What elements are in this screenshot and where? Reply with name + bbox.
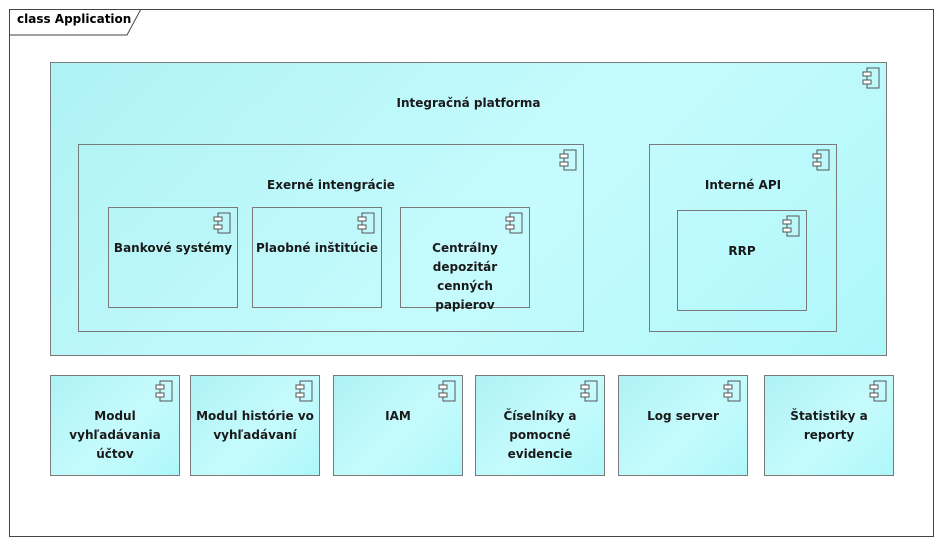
component-label: Interné API bbox=[704, 178, 782, 192]
component-icon bbox=[559, 149, 577, 171]
component-search-history-module[interactable]: Modul histórie vo vyhľadávaní bbox=[190, 375, 320, 476]
component-label: Číselníky a pomocné evidencie bbox=[503, 409, 577, 461]
component-icon bbox=[155, 380, 173, 402]
component-central-depository[interactable]: Centrálny depozitár cenných papierov bbox=[400, 207, 530, 312]
component-label: Plaobné inštitúcie bbox=[256, 241, 378, 255]
component-icon bbox=[580, 380, 598, 402]
component-label: Exerné intengrácie bbox=[267, 178, 395, 192]
component-label: Modul vyhľadávania účtov bbox=[69, 409, 161, 461]
component-external-integrations[interactable]: Exerné intengrácie bbox=[78, 144, 584, 332]
component-icon bbox=[357, 212, 375, 234]
component-payment-institutions[interactable]: Plaobné inštitúcie bbox=[252, 207, 382, 308]
component-label: IAM bbox=[385, 409, 411, 423]
component-bank-systems[interactable]: Bankové systémy bbox=[108, 207, 238, 308]
component-icon bbox=[438, 380, 456, 402]
component-account-search-module[interactable]: Modul vyhľadávania účtov bbox=[50, 375, 180, 476]
component-statistics-reports[interactable]: Štatistiky a reporty bbox=[764, 375, 894, 476]
component-icon bbox=[505, 212, 523, 234]
component-internal-api[interactable]: Interné API bbox=[649, 144, 837, 332]
component-codelists[interactable]: Číselníky a pomocné evidencie bbox=[475, 375, 605, 476]
component-label: Integračná platforma bbox=[396, 96, 541, 110]
component-label: Centrálny depozitár cenných papierov bbox=[432, 241, 498, 312]
component-icon bbox=[862, 67, 880, 89]
component-rrp[interactable]: RRP bbox=[677, 210, 807, 311]
component-label: Log server bbox=[647, 409, 719, 423]
component-label: Modul histórie vo vyhľadávaní bbox=[196, 409, 314, 442]
frame-tab bbox=[9, 9, 142, 36]
component-log-server[interactable]: Log server bbox=[618, 375, 748, 476]
component-icon bbox=[295, 380, 313, 402]
component-icon bbox=[213, 212, 231, 234]
component-icon bbox=[782, 215, 800, 237]
frame-label: class Application bbox=[17, 12, 132, 26]
component-icon bbox=[812, 149, 830, 171]
component-iam[interactable]: IAM bbox=[333, 375, 463, 476]
component-label: Štatistiky a reporty bbox=[790, 409, 868, 442]
component-label: Bankové systémy bbox=[113, 241, 233, 255]
component-icon bbox=[723, 380, 741, 402]
component-icon bbox=[869, 380, 887, 402]
component-label: RRP bbox=[728, 244, 756, 258]
diagram-frame bbox=[9, 9, 934, 537]
